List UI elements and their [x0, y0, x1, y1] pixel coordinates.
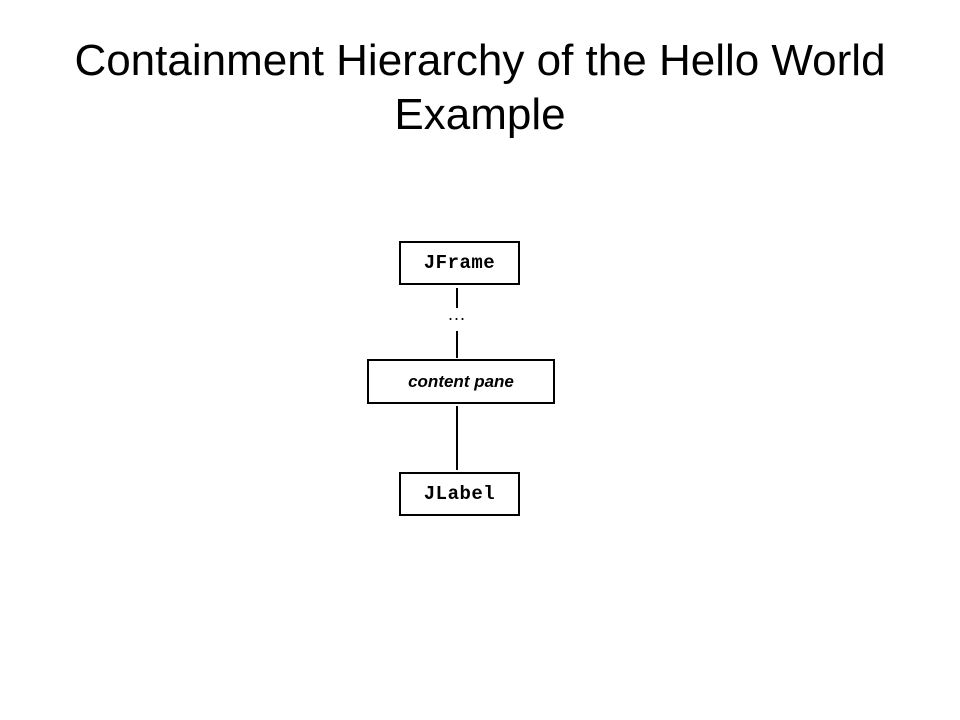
content-pane-node: content pane — [367, 359, 555, 404]
jframe-label: JFrame — [423, 252, 496, 274]
connector-jframe-lower — [456, 331, 458, 358]
connector-content-jlabel — [456, 406, 458, 470]
jframe-node: JFrame — [399, 241, 520, 285]
jlabel-node: JLabel — [399, 472, 520, 516]
connector-jframe-upper — [456, 288, 458, 308]
jlabel-label: JLabel — [423, 483, 496, 505]
ellipsis-label: ... — [447, 304, 466, 324]
content-pane-label: content pane — [408, 371, 514, 391]
slide-title: Containment Hierarchy of the Hello World… — [74, 36, 886, 139]
